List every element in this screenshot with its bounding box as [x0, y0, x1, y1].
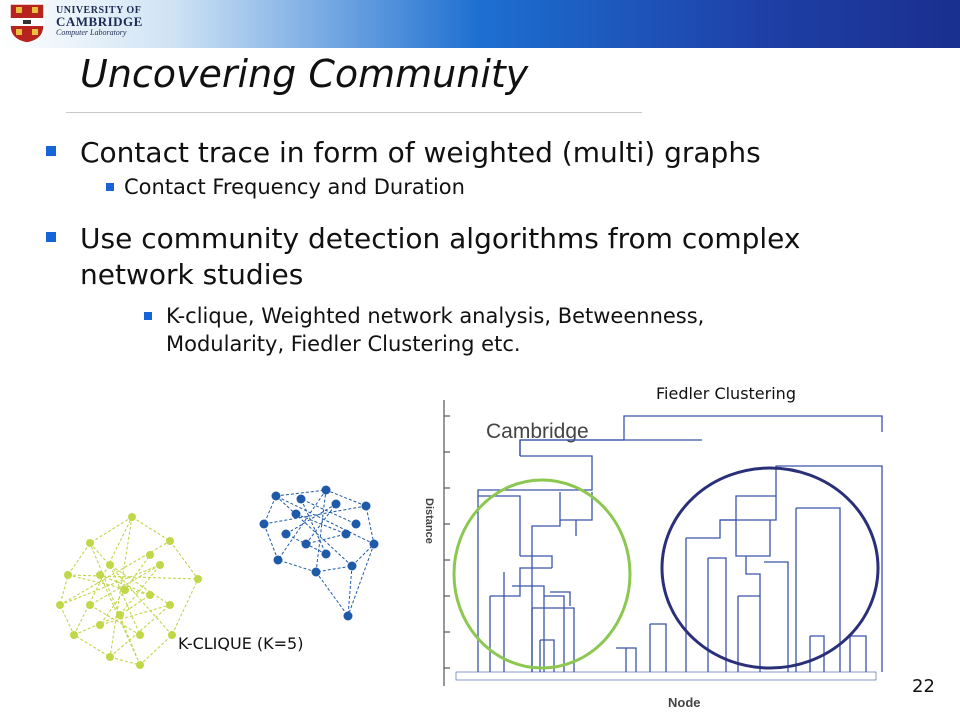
- uni-line1: UNIVERSITY OF: [56, 5, 142, 16]
- bullet-2-text-line2: network studies: [80, 258, 304, 291]
- bullet-2-sub-line2: Modularity, Fiedler Clustering etc.: [166, 332, 521, 356]
- bullet-1-text: Contact trace in form of weighted (multi…: [80, 136, 761, 169]
- sub-bullet-square-icon: [144, 312, 152, 320]
- bullet-2-text-line1: Use community detection algorithms from …: [80, 222, 801, 255]
- bullet-1-sub-text: Contact Frequency and Duration: [124, 175, 465, 199]
- dendrogram-title: Cambridge: [486, 420, 589, 443]
- page-number: 22: [912, 676, 935, 697]
- blue-kclique-graph: [259, 485, 379, 621]
- uni-line2: CAMBRIDGE: [56, 14, 143, 29]
- cambridge-crest-icon: [9, 3, 45, 44]
- kclique-caption: K-CLIQUE (K=5): [178, 634, 304, 653]
- bullet-square-icon: [46, 232, 56, 242]
- bullet-square-icon: [46, 146, 56, 156]
- fiedler-dendrogram: Cambridge Distance Node: [423, 400, 883, 710]
- fiedler-caption: Fiedler Clustering: [656, 384, 796, 403]
- green-kclique-graph: [56, 513, 202, 669]
- sub-bullet-square-icon: [106, 183, 114, 191]
- x-axis-label: Node: [668, 695, 701, 710]
- slide-title: Uncovering Community: [80, 52, 529, 96]
- university-wordmark: UNIVERSITY OF CAMBRIDGE Computer Laborat…: [56, 5, 143, 38]
- y-axis-label: Distance: [423, 498, 435, 544]
- header-banner: UNIVERSITY OF CAMBRIDGE Computer Laborat…: [0, 0, 960, 48]
- green-cluster-circle: [452, 478, 632, 670]
- uni-line3: Computer Laboratory: [56, 28, 127, 37]
- title-divider: [66, 112, 642, 113]
- navy-cluster-circle: [660, 466, 880, 670]
- bullet-2-sub-line1: K-clique, Weighted network analysis, Bet…: [166, 304, 705, 328]
